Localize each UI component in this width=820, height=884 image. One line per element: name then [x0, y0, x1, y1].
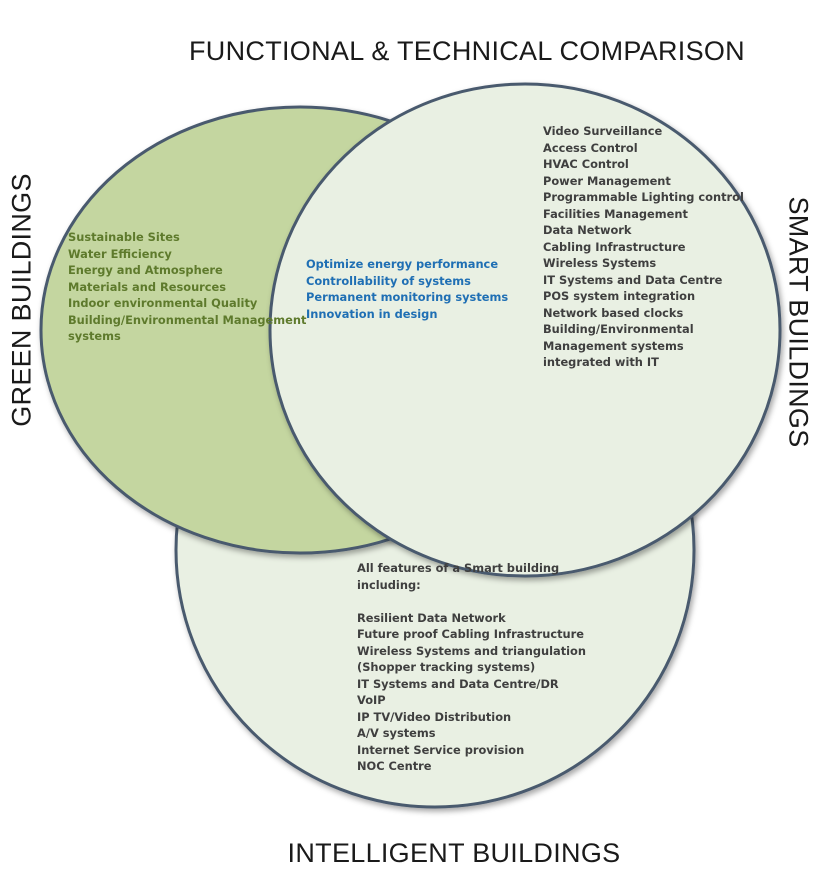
list-item: Wireless Systems — [543, 256, 657, 270]
list-item: Resilient Data Network — [357, 610, 506, 625]
list-item: A/V systems — [357, 726, 436, 740]
list-item: Cabling Infrastructure — [543, 239, 686, 254]
list-item: HVAC Control — [543, 157, 629, 171]
list-item: Video Surveillance — [543, 124, 663, 138]
list-item: (Shopper tracking systems) — [357, 660, 536, 674]
list-item: Innovation in design — [306, 306, 438, 321]
list-item: Controllability of systems — [306, 273, 471, 288]
list-item: Building/Environmental — [543, 322, 694, 336]
list-item: Future proof Cabling Infrastructure — [357, 627, 584, 641]
list-item: Building/Environmental Management — [68, 312, 307, 327]
smart-buildings-label: SMART BUILDINGS — [783, 196, 814, 448]
list-item: NOC Centre — [357, 759, 432, 773]
list-item: Management systems — [543, 338, 684, 353]
list-item: integrated with IT — [543, 355, 659, 369]
diagram-title: FUNCTIONAL & TECHNICAL COMPARISON — [189, 36, 745, 66]
list-item: VoIP — [357, 693, 386, 707]
list-spacer — [357, 593, 586, 610]
intro-line: All features of a Smart building — [357, 561, 560, 575]
list-item: Access Control — [543, 140, 638, 155]
intelligent-buildings-list: All features of a Smart building includi… — [357, 560, 586, 775]
green-buildings-label: GREEN BUILDINGS — [6, 173, 37, 427]
overlap-list: Optimize energy performance Controllabil… — [306, 256, 508, 322]
list-item: systems — [68, 329, 121, 343]
green-buildings-list: Sustainable Sites Water Efficiency Energ… — [68, 229, 306, 345]
list-item: POS system integration — [543, 289, 696, 303]
list-item: Network based clocks — [543, 305, 684, 320]
list-item: Programmable Lighting control — [543, 190, 744, 204]
smart-buildings-list: Video Surveillance Access Control HVAC C… — [543, 123, 744, 371]
list-item: IT Systems and Data Centre/DR — [357, 676, 559, 691]
list-item: Water Efficiency — [68, 246, 172, 261]
smart-buildings-circle — [268, 82, 782, 578]
list-item: Sustainable Sites — [68, 230, 180, 244]
list-item: Permanent monitoring systems — [306, 290, 509, 304]
list-item: Indoor environmental Quality — [68, 296, 258, 310]
list-item: IT Systems and Data Centre — [543, 272, 723, 287]
list-item: IP TV/Video Distribution — [357, 709, 512, 724]
list-item: Energy and Atmosphere — [68, 263, 223, 277]
intro-line: including: — [357, 577, 421, 592]
list-item: Data Network — [543, 223, 632, 237]
list-item: Materials and Resources — [68, 279, 227, 294]
list-item: Facilities Management — [543, 206, 688, 221]
list-item: Wireless Systems and triangulation — [357, 643, 586, 658]
intelligent-buildings-label: INTELLIGENT BUILDINGS — [287, 838, 621, 868]
list-item: Optimize energy performance — [306, 257, 499, 271]
list-item: Internet Service provision — [357, 742, 525, 757]
list-item: Power Management — [543, 173, 671, 188]
